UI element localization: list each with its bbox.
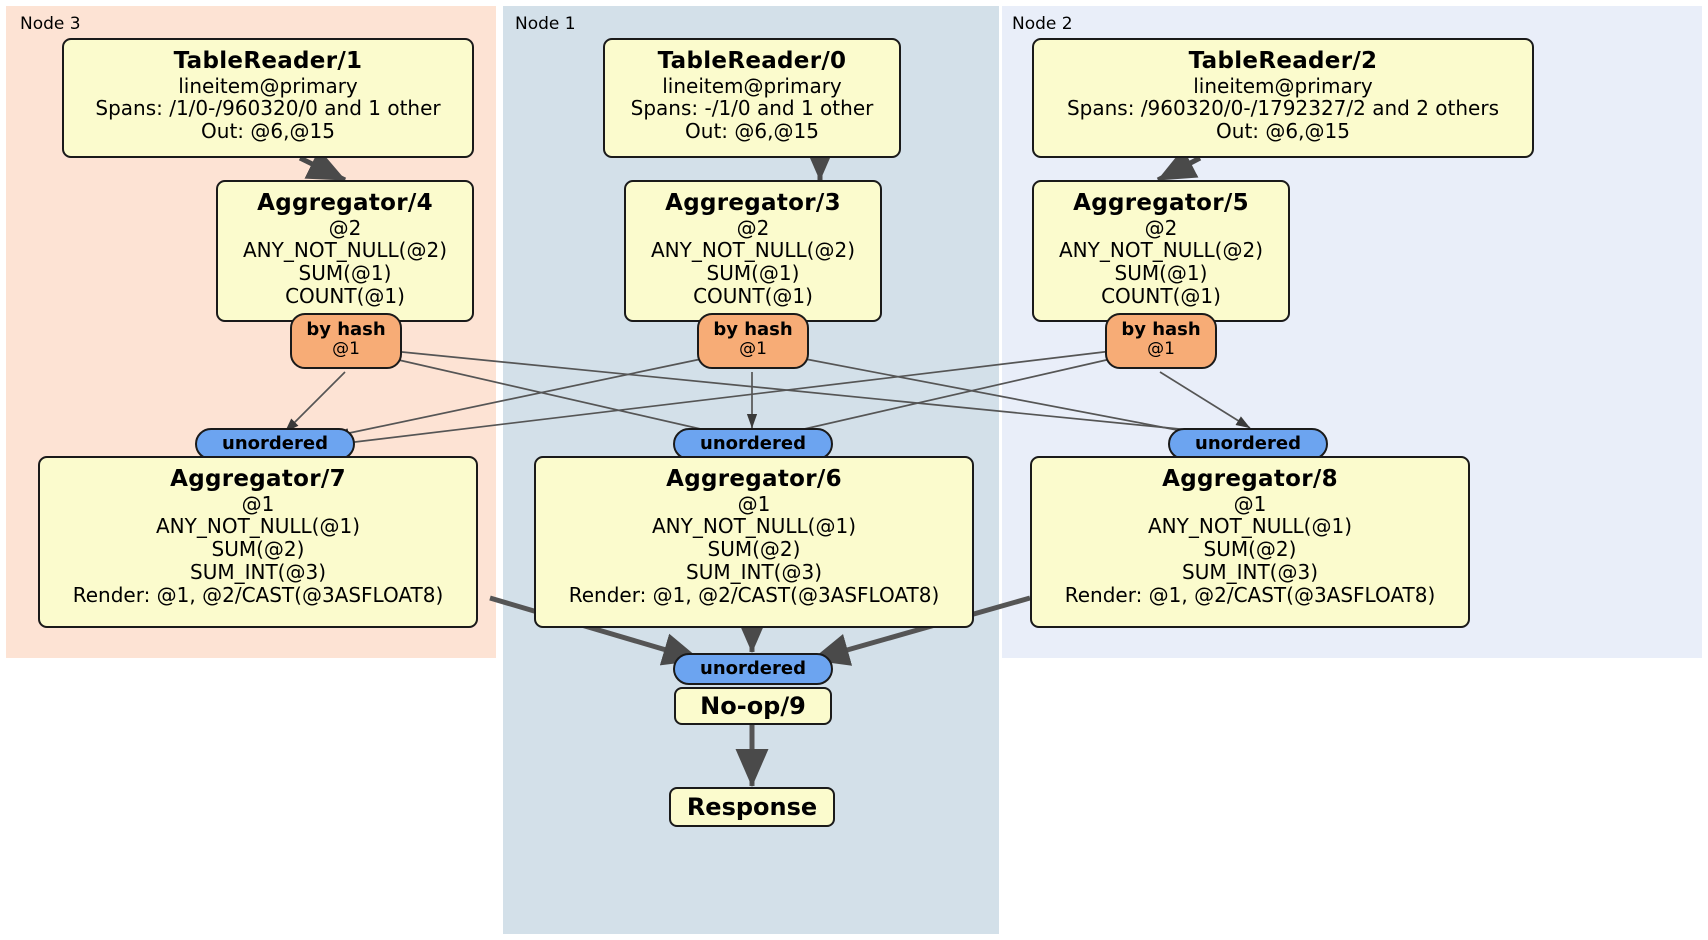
panel-label-node-2: Node 2	[1012, 14, 1073, 34]
processor-aggregator-6[interactable]: Aggregator/6 @1 ANY_NOT_NULL(@1) SUM(@2)…	[534, 456, 974, 628]
router-label: unordered	[1195, 433, 1301, 454]
processor-detail-line: lineitem@primary	[662, 73, 842, 98]
processor-title: Aggregator/3	[665, 190, 841, 216]
processor-detail-line: Out: @6,@15	[201, 119, 335, 144]
router-by-hash-left[interactable]: by hash @1	[290, 313, 402, 369]
processor-title: TableReader/1	[173, 48, 363, 74]
processor-detail-line: Render: @1, @2/CAST(@3ASFLOAT8)	[72, 582, 444, 607]
router-column: @1	[739, 339, 767, 360]
processor-detail-line: SUM(@2)	[707, 537, 801, 562]
processor-detail-line: SUM_INT(@3)	[190, 560, 326, 585]
processor-detail-line: SUM(@1)	[298, 261, 392, 286]
processor-detail-line: Render: @1, @2/CAST(@3ASFLOAT8)	[1064, 582, 1436, 607]
router-label: unordered	[700, 433, 806, 454]
router-column: @1	[332, 339, 360, 360]
router-label: unordered	[222, 433, 328, 454]
processor-detail-line: ANY_NOT_NULL(@2)	[651, 238, 855, 263]
router-label: by hash	[306, 319, 386, 340]
processor-detail-line: lineitem@primary	[1193, 73, 1373, 98]
processor-detail-line: lineitem@primary	[178, 73, 358, 98]
processor-detail-line: Spans: /960320/0-/1792327/2 and 2 others	[1066, 96, 1499, 121]
router-by-hash-middle[interactable]: by hash @1	[697, 313, 809, 369]
processor-table-reader-0[interactable]: TableReader/0 lineitem@primary Spans: -/…	[603, 38, 901, 158]
processor-detail-line: SUM(@1)	[706, 261, 800, 286]
processor-detail-line: ANY_NOT_NULL(@1)	[1148, 514, 1352, 539]
processor-detail-line: SUM(@2)	[211, 537, 305, 562]
processor-detail-line: Render: @1, @2/CAST(@3ASFLOAT8)	[568, 582, 940, 607]
processor-detail-line: SUM_INT(@3)	[1182, 560, 1318, 585]
processor-title: TableReader/0	[657, 48, 847, 74]
router-label: by hash	[713, 319, 793, 340]
processor-detail-line: Spans: /1/0-/960320/0 and 1 other	[95, 96, 441, 121]
panel-label-node-3: Node 3	[20, 14, 81, 34]
processor-aggregator-3[interactable]: Aggregator/3 @2 ANY_NOT_NULL(@2) SUM(@1)…	[624, 180, 882, 322]
router-label: unordered	[700, 658, 806, 679]
processor-detail-line: COUNT(@1)	[1101, 284, 1221, 309]
router-column: @1	[1147, 339, 1175, 360]
processor-detail-line: Out: @6,@15	[1216, 119, 1350, 144]
processor-title: Aggregator/4	[257, 190, 433, 216]
processor-detail-line: @1	[737, 491, 771, 516]
processor-detail-line: @2	[1144, 215, 1178, 240]
processor-detail-line: SUM(@1)	[1114, 261, 1208, 286]
router-label: by hash	[1121, 319, 1201, 340]
processor-title: Aggregator/5	[1073, 190, 1249, 216]
processor-detail-line: Out: @6,@15	[685, 119, 819, 144]
processor-detail-line: COUNT(@1)	[285, 284, 405, 309]
processor-title: Aggregator/6	[666, 466, 842, 492]
processor-aggregator-8[interactable]: Aggregator/8 @1 ANY_NOT_NULL(@1) SUM(@2)…	[1030, 456, 1470, 628]
processor-detail-line: SUM_INT(@3)	[686, 560, 822, 585]
processor-detail-line: @1	[241, 491, 275, 516]
processor-table-reader-1[interactable]: TableReader/1 lineitem@primary Spans: /1…	[62, 38, 474, 158]
processor-aggregator-4[interactable]: Aggregator/4 @2 ANY_NOT_NULL(@2) SUM(@1)…	[216, 180, 474, 322]
processor-aggregator-5[interactable]: Aggregator/5 @2 ANY_NOT_NULL(@2) SUM(@1)…	[1032, 180, 1290, 322]
processor-aggregator-7[interactable]: Aggregator/7 @1 ANY_NOT_NULL(@1) SUM(@2)…	[38, 456, 478, 628]
processor-detail-line: ANY_NOT_NULL(@1)	[652, 514, 856, 539]
panel-label-node-1: Node 1	[515, 14, 576, 34]
processor-no-op-9[interactable]: No-op/9	[674, 687, 832, 725]
processor-table-reader-2[interactable]: TableReader/2 lineitem@primary Spans: /9…	[1032, 38, 1534, 158]
processor-detail-line: ANY_NOT_NULL(@1)	[156, 514, 360, 539]
processor-title: TableReader/2	[1188, 48, 1378, 74]
processor-detail-line: @2	[328, 215, 362, 240]
router-by-hash-right[interactable]: by hash @1	[1105, 313, 1217, 369]
processor-response[interactable]: Response	[669, 787, 835, 827]
processor-detail-line: ANY_NOT_NULL(@2)	[243, 238, 447, 263]
processor-detail-line: ANY_NOT_NULL(@2)	[1059, 238, 1263, 263]
processor-detail-line: COUNT(@1)	[693, 284, 813, 309]
processor-detail-line: SUM(@2)	[1203, 537, 1297, 562]
processor-detail-line: @2	[736, 215, 770, 240]
router-unordered-final[interactable]: unordered	[673, 653, 833, 685]
processor-title: Aggregator/8	[1162, 466, 1338, 492]
processor-title: Aggregator/7	[170, 466, 346, 492]
processor-detail-line: Spans: -/1/0 and 1 other	[630, 96, 874, 121]
processor-detail-line: @1	[1233, 491, 1267, 516]
